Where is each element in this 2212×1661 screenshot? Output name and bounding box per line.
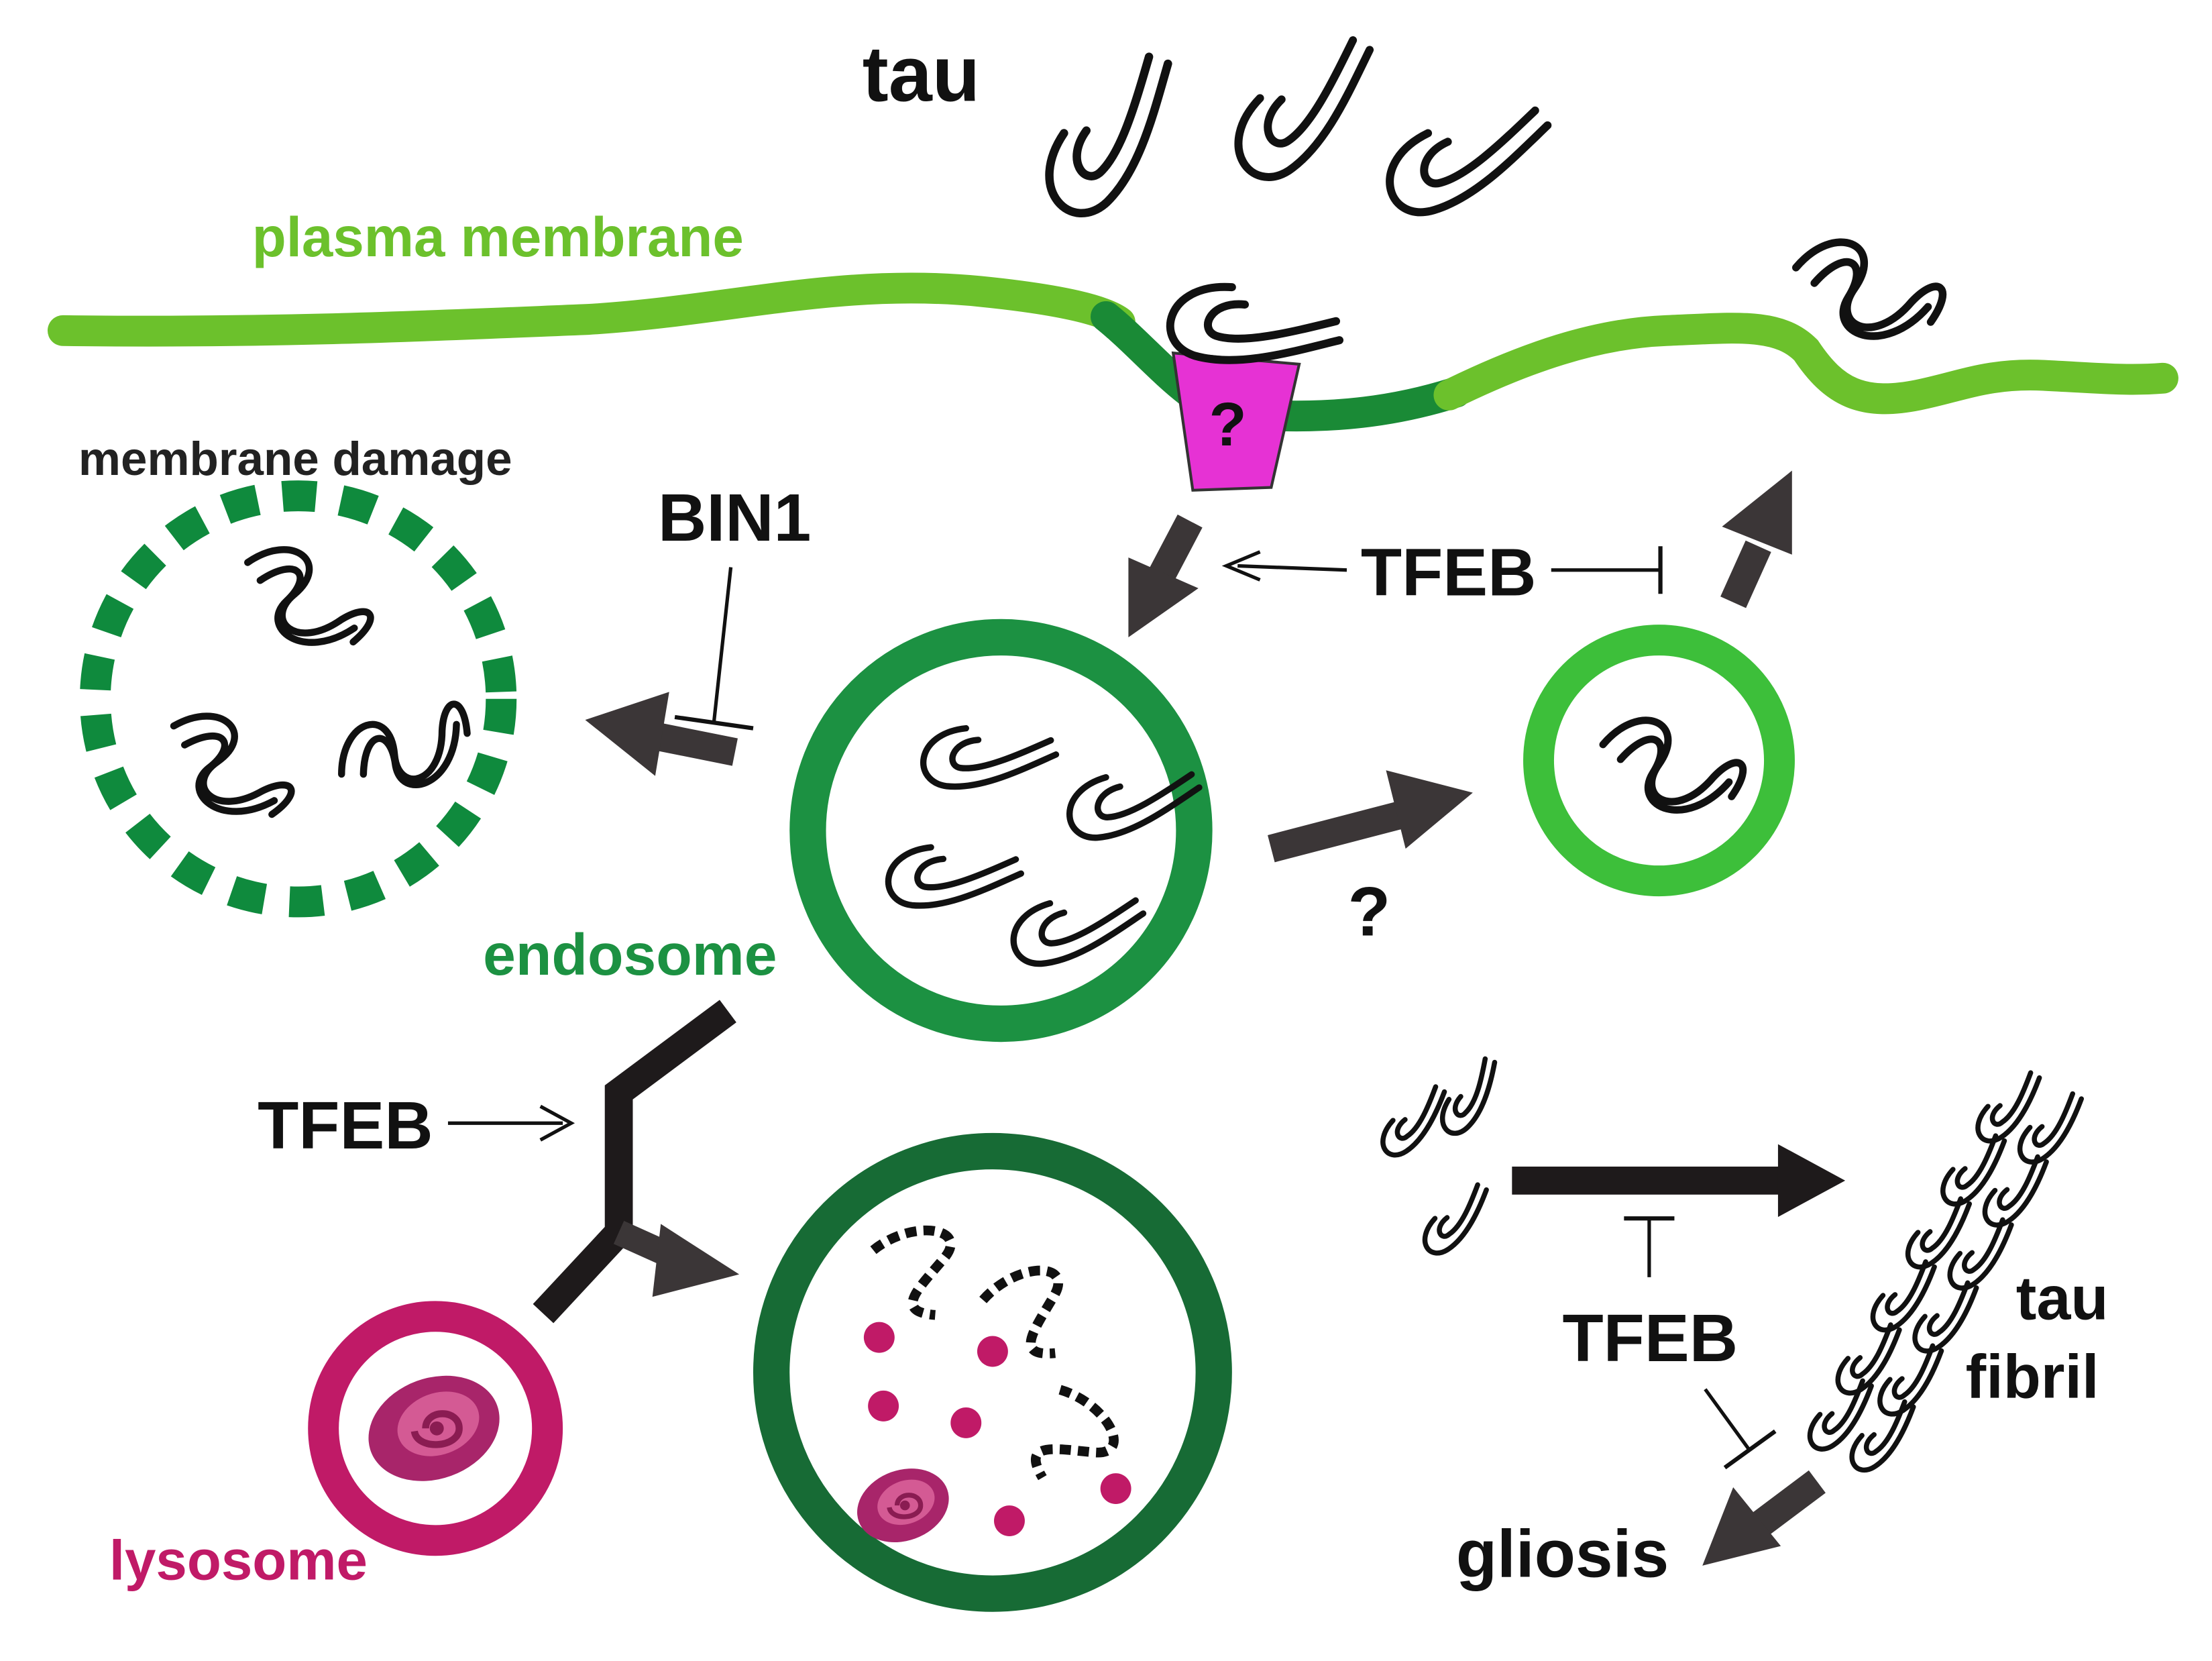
tfeb-inhibits-gliosis-line xyxy=(1704,1388,1777,1470)
tfeb-left-label: TFEB xyxy=(258,1088,433,1163)
arrow-to-gliosis xyxy=(1702,1470,1826,1566)
late-endosome xyxy=(753,1132,1232,1612)
pore-question-mark: ? xyxy=(1209,390,1247,459)
extracellular-tau-2 xyxy=(1223,13,1373,194)
lysosome-label: lysosome xyxy=(109,1529,368,1592)
tfeb-inhibits-release-line xyxy=(1551,546,1663,594)
tau-monomers xyxy=(1377,1052,1498,1262)
arrow-to-vesicle xyxy=(1268,770,1473,863)
arrow-to-fibril xyxy=(1512,1144,1846,1218)
membrane-damage-label: membrane damage xyxy=(78,433,512,486)
docking-tau xyxy=(1164,268,1340,372)
gliosis-label: gliosis xyxy=(1456,1517,1669,1592)
bin1-inhibition-line xyxy=(712,567,733,722)
damaged-tau-2 xyxy=(161,710,302,822)
bin1-inhibition-bar xyxy=(674,714,754,731)
tau-fibril-label-line2: fibril xyxy=(1966,1342,2099,1411)
transfer-question-mark: ? xyxy=(1348,873,1391,951)
fusion-path xyxy=(533,1000,740,1324)
extracellular-tau-3 xyxy=(1374,69,1550,234)
endosome-label: endosome xyxy=(483,922,777,987)
bin1-label: BIN1 xyxy=(658,480,811,555)
tfeb-fibril-label: TFEB xyxy=(1562,1301,1738,1376)
damaged-endosome xyxy=(79,480,517,918)
lysosomal-enzymes xyxy=(863,1322,1131,1537)
tfeb-inhibits-fibril-line xyxy=(1624,1216,1675,1277)
damaged-tau-3 xyxy=(329,666,480,822)
tfeb-promotes-uptake-arrow xyxy=(1221,550,1347,582)
tfeb-promotes-fusion-arrow xyxy=(447,1104,575,1142)
tfeb-top-label: TFEB xyxy=(1361,535,1537,610)
arrow-to-membrane xyxy=(1720,470,1792,608)
arrow-to-endosome xyxy=(1128,514,1203,637)
released-tau-seed xyxy=(1793,226,1948,348)
damaged-tau-1 xyxy=(241,547,376,648)
tau-fibril-label-line1: tau xyxy=(2016,1264,2109,1332)
extracellular-tau-1 xyxy=(1037,38,1172,227)
endosome xyxy=(789,619,1213,1042)
tau-label: tau xyxy=(863,30,980,117)
arrow-to-damage xyxy=(585,692,738,776)
plasma-membrane-label: plasma membrane xyxy=(252,205,744,268)
